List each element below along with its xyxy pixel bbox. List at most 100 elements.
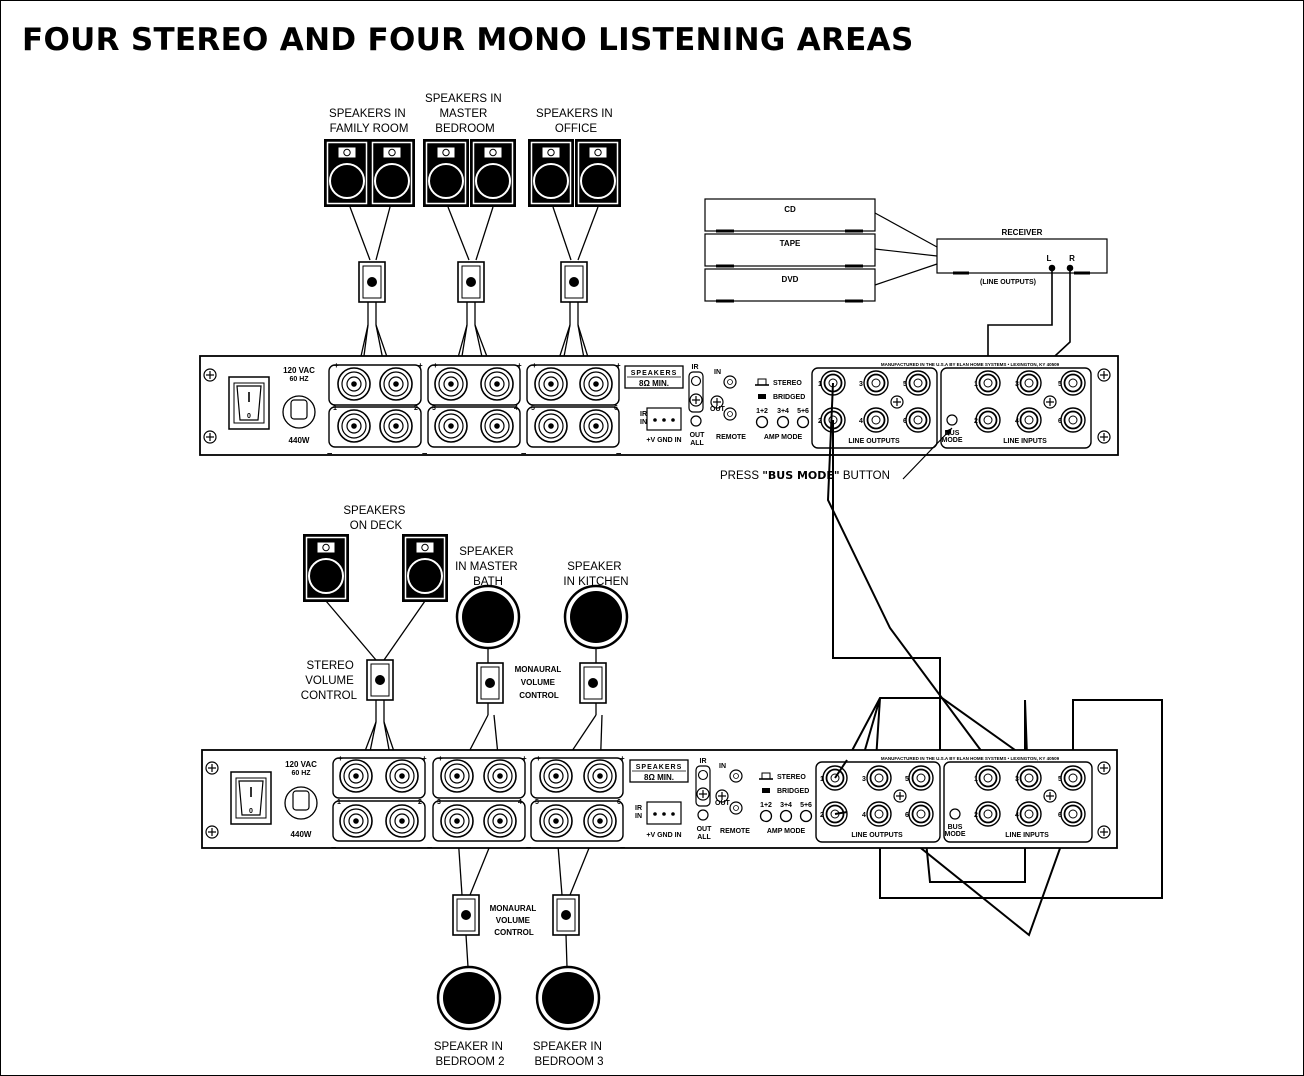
volume-control-kitchen	[579, 662, 607, 704]
svg-text:+: +	[517, 361, 522, 370]
svg-text:–: –	[521, 448, 526, 459]
svg-text:BUS: BUS	[945, 430, 960, 437]
svg-text:–: –	[331, 842, 336, 853]
svg-text:–: –	[620, 842, 625, 853]
svg-text:BRIDGED: BRIDGED	[777, 788, 809, 795]
label-stereo-volume-control: STEREO VOLUME CONTROL	[301, 660, 358, 702]
svg-text:8Ω MIN.: 8Ω MIN.	[644, 773, 674, 782]
speakers-deck	[303, 534, 448, 602]
svg-text:3+4: 3+4	[777, 408, 789, 415]
volume-control-family-room	[358, 261, 386, 303]
svg-text:PRESS "BUS MODE" BUTTON: PRESS "BUS MODE" BUTTON	[720, 469, 890, 482]
svg-text:4: 4	[1015, 812, 1019, 819]
svg-text:BRIDGED: BRIDGED	[773, 394, 805, 401]
svg-text:IR: IR	[700, 758, 707, 765]
svg-text:3+4: 3+4	[780, 802, 792, 809]
svg-text:2: 2	[820, 812, 824, 819]
svg-text:2: 2	[974, 418, 978, 425]
svg-text:MODE: MODE	[945, 831, 966, 838]
svg-text:IN: IN	[640, 419, 647, 426]
speakers-master-bedroom	[423, 139, 516, 207]
svg-text:+V GND IN: +V GND IN	[646, 437, 681, 444]
svg-text:+: +	[616, 361, 621, 370]
svg-text:+: +	[418, 361, 423, 370]
svg-text:1: 1	[818, 381, 822, 388]
svg-text:5+6: 5+6	[797, 408, 809, 415]
source-components	[704, 198, 1108, 303]
label-deck: SPEAKERS ON DECK	[343, 505, 408, 532]
svg-text:LINE OUTPUTS: LINE OUTPUTS	[848, 438, 900, 445]
svg-text:6: 6	[617, 799, 621, 806]
svg-text:+: +	[532, 361, 537, 370]
svg-text:IN: IN	[719, 763, 726, 770]
svg-text:0: 0	[249, 808, 253, 815]
svg-text:6: 6	[1058, 812, 1062, 819]
svg-text:ALL: ALL	[690, 440, 704, 447]
speaker-bedroom-2	[436, 965, 502, 1031]
svg-text:1: 1	[333, 405, 337, 412]
svg-text:+: +	[338, 754, 343, 763]
speakers-office	[528, 139, 621, 207]
line-cables	[826, 382, 1163, 937]
svg-text:1: 1	[974, 381, 978, 388]
svg-text:REMOTE: REMOTE	[720, 828, 750, 835]
label-monaural-volume-control-1: MONAURAL VOLUME CONTROL	[515, 665, 564, 700]
svg-text:1+2: 1+2	[756, 408, 768, 415]
svg-text:4: 4	[518, 799, 522, 806]
receiver-outputs-label: (LINE OUTPUTS)	[980, 279, 1036, 286]
svg-text:6: 6	[1058, 418, 1062, 425]
svg-text:+: +	[438, 754, 443, 763]
volume-control-deck	[366, 659, 394, 701]
label-bedroom-2: SPEAKER IN BEDROOM 2	[434, 1041, 506, 1068]
svg-text:IN: IN	[635, 813, 642, 820]
tape-label: TAPE	[780, 239, 801, 248]
label-family-room: SPEAKERS IN FAMILY ROOM	[329, 108, 409, 135]
svg-text:–: –	[616, 448, 621, 459]
svg-text:+: +	[620, 754, 625, 763]
svg-text:+V GND IN: +V GND IN	[646, 832, 681, 839]
svg-text:6: 6	[614, 405, 618, 412]
label-kitchen: SPEAKER IN KITCHEN	[563, 561, 628, 588]
svg-text:3: 3	[862, 776, 866, 783]
receiver-right-label: R	[1069, 254, 1075, 263]
receiver-left-label: L	[1047, 254, 1052, 263]
svg-text:2: 2	[818, 418, 822, 425]
svg-text:OUT: OUT	[690, 432, 706, 439]
label-master-bedroom: SPEAKERS IN MASTER BEDROOM	[425, 93, 505, 135]
volume-control-bedroom-2	[452, 894, 480, 936]
svg-text:120 VAC: 120 VAC	[285, 760, 317, 769]
svg-text:1: 1	[974, 776, 978, 783]
label-master-bath: SPEAKER IN MASTER BATH	[455, 546, 521, 588]
svg-text:60 HZ: 60 HZ	[289, 376, 309, 383]
volume-control-master-bath	[476, 662, 504, 704]
svg-text:STEREO: STEREO	[777, 774, 806, 781]
svg-text:SPEAKERS: SPEAKERS	[636, 764, 683, 771]
svg-text:440W: 440W	[291, 830, 312, 839]
label-monaural-volume-control-2: MONAURAL VOLUME CONTROL	[490, 904, 539, 937]
svg-text:MANUFACTURED IN THE U.S.A BY E: MANUFACTURED IN THE U.S.A BY ELAN HOME S…	[881, 756, 1060, 761]
svg-text:–: –	[327, 448, 332, 459]
svg-text:+: +	[522, 754, 527, 763]
svg-text:3: 3	[1015, 776, 1019, 783]
svg-text:+: +	[536, 754, 541, 763]
svg-text:1: 1	[337, 799, 341, 806]
svg-text:LINE INPUTS: LINE INPUTS	[1005, 832, 1049, 839]
svg-text:+: +	[422, 754, 427, 763]
svg-text:5: 5	[1058, 776, 1062, 783]
speakers-family-room	[324, 139, 415, 207]
svg-text:2: 2	[974, 812, 978, 819]
svg-text:2: 2	[418, 799, 422, 806]
svg-text:+: +	[334, 361, 339, 370]
svg-text:1+2: 1+2	[760, 802, 772, 809]
svg-text:5: 5	[1058, 381, 1062, 388]
page-title: FOUR STEREO AND FOUR MONO LISTENING AREA…	[22, 22, 914, 58]
svg-text:–: –	[427, 842, 432, 853]
svg-text:1: 1	[820, 776, 824, 783]
receiver-label: RECEIVER	[1002, 228, 1043, 237]
speaker-master-bath	[455, 584, 521, 650]
svg-text:STEREO: STEREO	[773, 380, 802, 387]
svg-text:4: 4	[1015, 418, 1019, 425]
svg-text:MODE: MODE	[942, 437, 963, 444]
svg-text:OUT: OUT	[715, 800, 731, 807]
svg-text:+: +	[433, 361, 438, 370]
